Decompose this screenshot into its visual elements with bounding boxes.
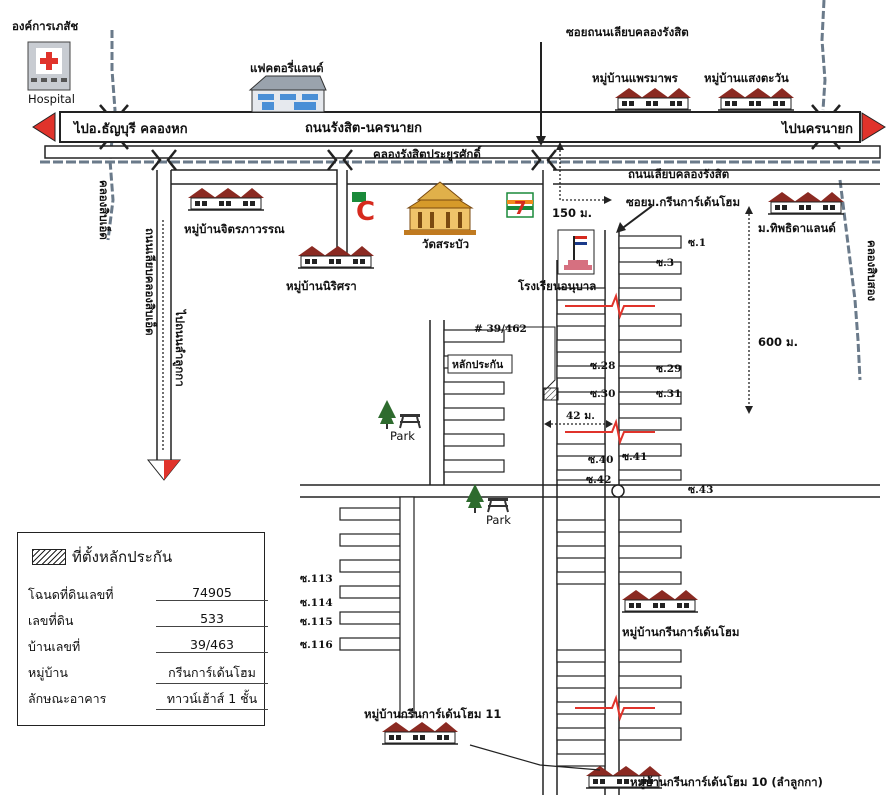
temple-label: วัดสระบัว <box>422 237 469 251</box>
village-saeng-tawan-label: หมู่บ้านแสงตะวัน <box>704 71 789 86</box>
village-nirisara-label: หมู่บ้านนิริศรา <box>286 279 357 294</box>
village-green-garden-10-label: หมู่บ้านกรีนการ์เด้นโฮม 10 (ลำลูกกา) <box>630 774 823 790</box>
distance-600: 600 ม. <box>758 335 798 349</box>
house-icon-nirisara <box>297 245 375 269</box>
legend-title: ที่ตั้งหลักประกัน <box>72 548 173 566</box>
park-label-1: Park <box>390 429 415 443</box>
pointer-arrows <box>540 42 653 231</box>
house-icon-phraemaphon <box>614 87 692 111</box>
school-icon <box>557 229 595 275</box>
soi-31: ซ.31 <box>656 388 681 400</box>
bigc-logo: C <box>352 192 392 227</box>
legend-row-village: หมู่บ้าน กรีนการ์เด้นโฮม <box>28 663 268 684</box>
seven-eleven-logo: 7 <box>506 192 534 219</box>
legend-row-house-no: บ้านเลขที่ 39/463 <box>28 637 268 657</box>
park-label-2: Park <box>486 513 511 527</box>
soi-29: ซ.29 <box>656 363 681 375</box>
to-east-label: ไปนครนายก <box>780 120 853 137</box>
distance-42: 42 ม. <box>566 410 595 422</box>
bridges <box>99 104 841 171</box>
svg-text:C: C <box>356 197 375 227</box>
soi-1: ซ.1 <box>688 237 706 249</box>
legend-box: ที่ตั้งหลักประกัน โฉนดที่ดินเลขที่ 74905… <box>17 532 268 726</box>
khlong-side-road <box>44 145 881 159</box>
soi-40: ซ.40 <box>588 454 613 466</box>
village-chit-phawan-label: หมู่บ้านจิตรภาวรรณ <box>184 222 285 237</box>
main-road <box>32 111 886 143</box>
distance-150: 150 ม. <box>552 206 592 220</box>
house-icon-chit-phawan <box>187 187 265 211</box>
to-lam-luk-ka-label: ไปถนนลำลูกกา <box>172 308 187 387</box>
legend-row-land-no: เลขที่ดิน 533 <box>28 611 268 631</box>
khlong-sip-et-label: คลองสิบเอ็ด <box>97 180 112 240</box>
soi-3: ซ.3 <box>656 257 674 269</box>
road-break-marks <box>565 292 655 722</box>
distance-lines <box>162 142 750 450</box>
school-label: โรงเรียนอนุบาล <box>517 278 596 294</box>
to-west-label: ไปอ.ธัญบุรี คลองหก <box>72 120 188 137</box>
soi-blocks <box>339 235 682 767</box>
target-pointer <box>505 326 556 391</box>
soi-114: ซ.114 <box>300 597 333 609</box>
legend-row-deed: โฉนดที่ดินเลขที่ 74905 <box>28 585 268 605</box>
hospital-name: องค์การเภสัช <box>12 19 78 33</box>
village-green-garden-label: หมู่บ้านกรีนการ์เด้นโฮม <box>622 624 739 640</box>
park-icon-2 <box>465 483 509 514</box>
khlong-road-top-label: ซอยถนนเลียบคลองรังสิต <box>566 25 689 39</box>
temple-icon <box>404 181 476 235</box>
svg-text:7: 7 <box>514 198 527 219</box>
village-thiphida-label: ม.ทิพธิดาแลนด์ <box>758 221 836 235</box>
factory-label: แฟคตอรี่แลนด์ <box>250 59 324 75</box>
khlong-prayurasakdi-label: คลองรังสิตประยูรศักดิ์ <box>373 145 482 162</box>
village-phraemaphon-label: หมู่บ้านแพรมาพร <box>592 71 679 86</box>
village-green-garden-11-label: หมู่บ้านกรีนการ์เด้นโฮม 11 <box>364 706 501 722</box>
target-house-no: # 39/462 <box>474 323 527 335</box>
lieb-khlong-rangsit-label: ถนนเลียบคลองรังสิต <box>628 167 729 181</box>
soi-28: ซ.28 <box>590 360 615 372</box>
soi-115: ซ.115 <box>300 616 333 628</box>
soi-42: ซ.42 <box>586 474 611 486</box>
hospital-label: Hospital <box>28 92 75 106</box>
lam-luk-ka-arrow <box>146 459 182 481</box>
factory-icon <box>248 75 327 113</box>
legend-row-building: ลักษณะอาคาร ทาวน์เฮ้าส์ 1 ชั้น <box>28 689 268 710</box>
soi-30: ซ.30 <box>590 388 615 400</box>
target-label-box <box>447 354 513 374</box>
khlong-lines <box>40 0 880 381</box>
soi-labels: ซ.1 ซ.3 ซ.28 ซ.29 ซ.30 ซ.31 ซ.40 ซ.41 ซ.… <box>300 237 713 651</box>
hospital-icon <box>27 41 71 91</box>
main-road-label: ถนนรังสิต-นครนายก <box>305 121 422 136</box>
lieb-khlong-sip-et-label: ถนนเลียบคลองสิบเอ็ด <box>143 228 158 336</box>
khlong-sip-song-label: คลองสิบสอง <box>865 240 879 302</box>
soi-41: ซ.41 <box>622 451 647 463</box>
soi-113: ซ.113 <box>300 573 333 585</box>
soi-43: ซ.43 <box>688 484 713 496</box>
distance-arrowheads <box>544 142 753 428</box>
roundabout <box>611 484 625 498</box>
hatch-swatch <box>32 549 66 565</box>
soi-green-garden-label: ซอยม.กรีนการ์เด้นโฮม <box>626 194 740 209</box>
house-icon-green-garden-11 <box>381 721 459 745</box>
collateral-location <box>543 387 559 401</box>
house-icon-thiphida <box>767 191 845 215</box>
house-icon-saeng-tawan <box>717 87 795 111</box>
target-label: หลักประกัน <box>452 359 504 371</box>
soi-116: ซ.116 <box>300 639 333 651</box>
house-icon-green-garden <box>621 589 699 613</box>
park-icon-1 <box>377 399 421 430</box>
